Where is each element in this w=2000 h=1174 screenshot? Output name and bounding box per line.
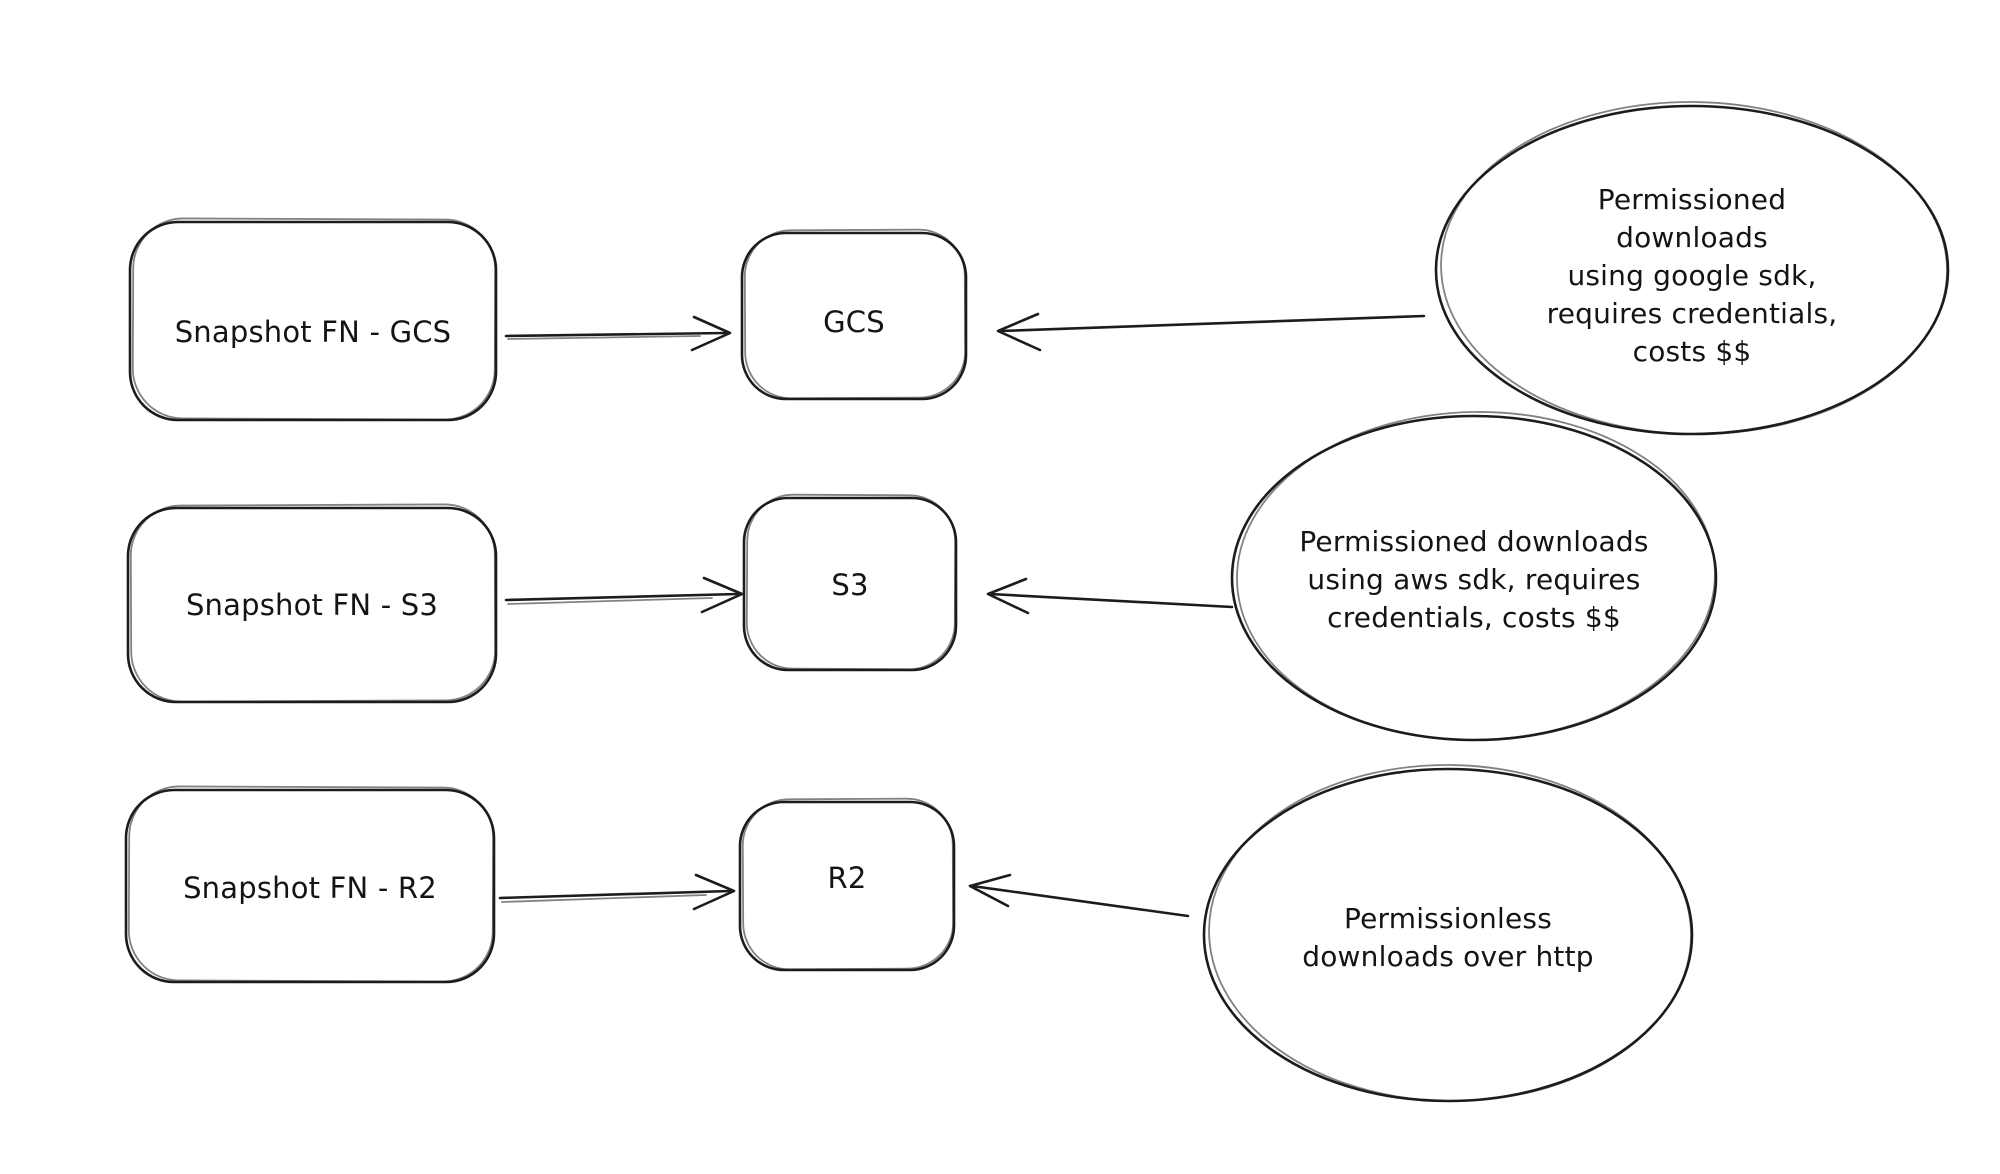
- arrow-note-to-r2: [968, 873, 1190, 918]
- note-s3-label: Permissioned downloads using aws sdk, re…: [1299, 525, 1649, 634]
- arrow-note-to-gcs: [996, 312, 1426, 352]
- node-r2-label: R2: [827, 861, 867, 895]
- node-snapshot-fn-r2-label: Snapshot FN - R2: [183, 871, 437, 905]
- note-ellipse-r2-shape: [1202, 764, 1694, 1103]
- node-snapshot-fn-s3-label: Snapshot FN - S3: [185, 588, 439, 622]
- note-r2-label: Permissionless downloads over http: [1302, 902, 1594, 973]
- node-gcs-shape: [740, 228, 968, 401]
- node-snapshot-fn-s3-shape: [126, 503, 498, 704]
- node-snapshot-fn-r2-shape: [124, 785, 496, 984]
- arrow-snapshot-to-gcs: [504, 315, 732, 352]
- node-s3-shape: [742, 493, 958, 672]
- node-s3-label: S3: [831, 568, 869, 602]
- arrow-snapshot-to-r2: [498, 873, 736, 911]
- arrow-snapshot-to-s3: [504, 576, 744, 614]
- node-snapshot-fn-gcs-shape: [128, 217, 498, 422]
- arrow-note-to-s3: [986, 577, 1234, 615]
- node-r2-shape: [738, 797, 956, 972]
- note-ellipse-gcs-shape: [1434, 101, 1950, 436]
- note-gcs-label: Permissioned downloads using google sdk,…: [1546, 183, 1838, 368]
- node-gcs-label: GCS: [823, 305, 885, 339]
- node-snapshot-fn-gcs-label: Snapshot FN - GCS: [174, 315, 452, 349]
- note-ellipse-s3-shape: [1230, 411, 1718, 742]
